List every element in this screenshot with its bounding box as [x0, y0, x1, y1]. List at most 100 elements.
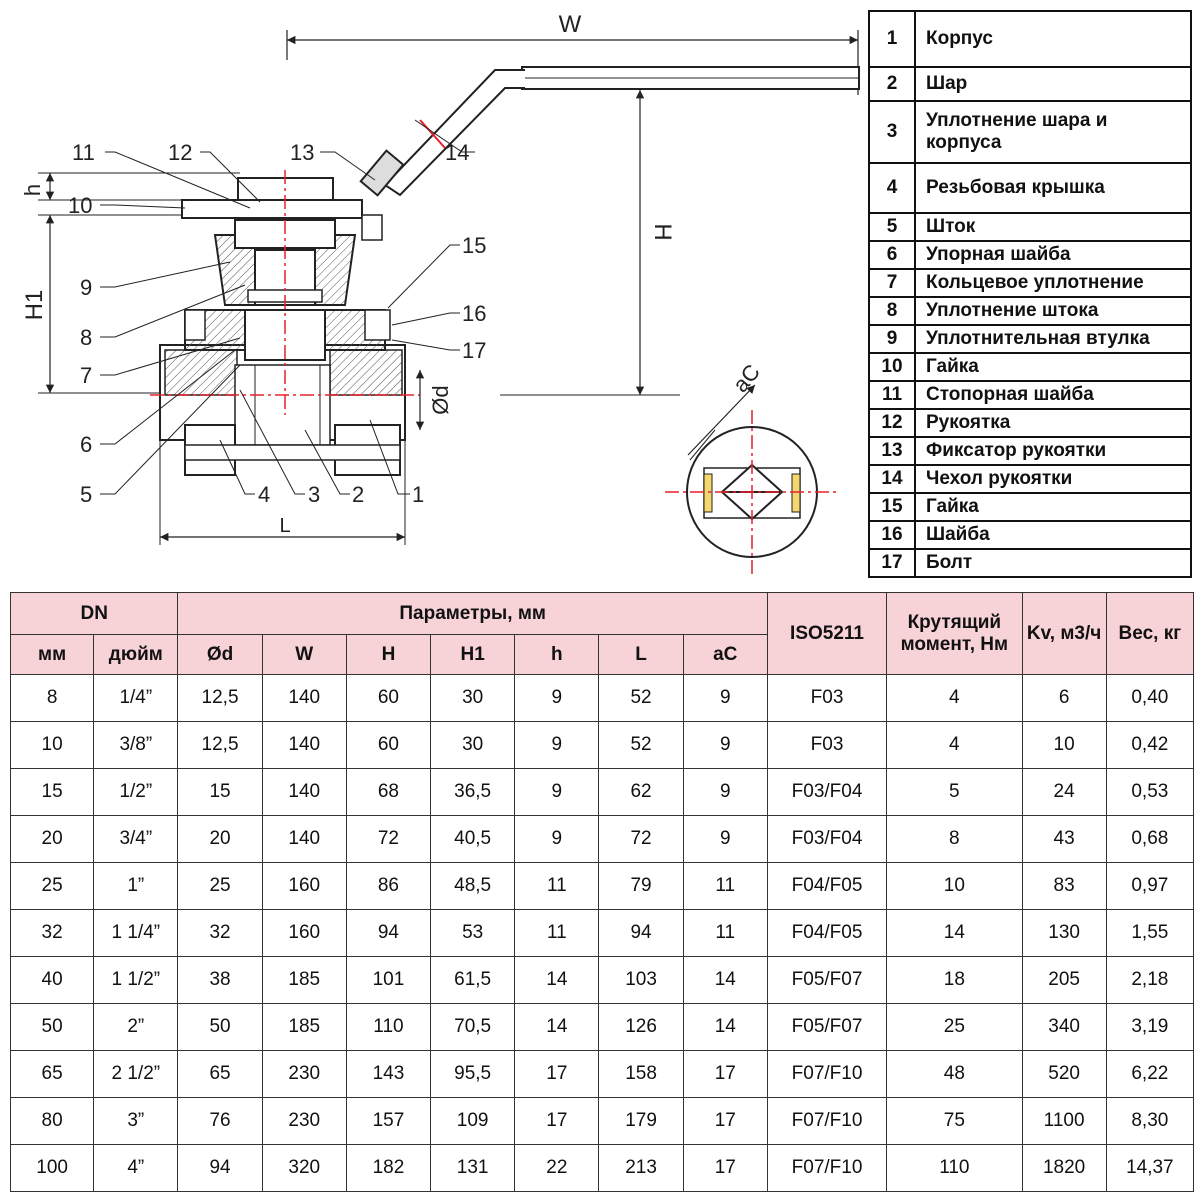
cell-dn-inch: 1 1/4” [93, 909, 179, 957]
cell-ac: 9 [682, 721, 768, 769]
cell-od: 15 [177, 768, 263, 816]
header-ac: aC [682, 634, 768, 675]
callout-16: 16 [462, 301, 486, 326]
cell-dn-inch: 2 1/2” [93, 1050, 179, 1098]
cell-kv: 520 [1021, 1050, 1107, 1098]
cell-od: 50 [177, 1003, 263, 1051]
valve-body [159, 177, 406, 476]
part-number: 15 [868, 492, 916, 522]
header-od: Ød [177, 634, 263, 675]
cell-weight: 1,55 [1105, 909, 1195, 957]
cell-torque: 5 [886, 768, 1023, 816]
valve-drawing: W H h H1 [20, 11, 860, 575]
callout-14: 14 [445, 140, 469, 165]
callout-6: 6 [80, 432, 92, 457]
cell-ac: 17 [682, 1144, 768, 1192]
header-torque: Крутящий момент, Нм [886, 592, 1023, 675]
cell-dn-mm: 80 [9, 1097, 95, 1145]
cell-kv: 340 [1021, 1003, 1107, 1051]
cell-w: 140 [261, 674, 347, 722]
cell-h-small: 22 [514, 1144, 600, 1192]
part-number: 2 [868, 66, 916, 102]
part-name: Рукоятка [914, 408, 1192, 438]
dim-label-l: L [279, 515, 290, 537]
header-params: Параметры, мм [177, 592, 768, 635]
cell-dn-inch: 3/8” [93, 721, 179, 769]
cell-weight: 6,22 [1105, 1050, 1195, 1098]
cell-od: 38 [177, 956, 263, 1004]
part-name: Шар [914, 66, 1192, 102]
cell-weight: 0,40 [1105, 674, 1195, 722]
cell-h: 101 [345, 956, 432, 1004]
cell-kv: 1100 [1021, 1097, 1107, 1145]
part-number: 17 [868, 548, 916, 578]
cell-ac: 9 [682, 674, 768, 722]
part-number: 7 [868, 268, 916, 298]
cell-kv: 6 [1021, 674, 1107, 722]
cell-kv: 83 [1021, 862, 1107, 910]
cell-torque: 48 [886, 1050, 1023, 1098]
part-name: Упорная шайба [914, 240, 1192, 270]
part-number: 13 [868, 436, 916, 466]
dim-label-od: Ød [428, 385, 453, 414]
cell-h-small: 9 [514, 721, 600, 769]
part-name: Стопорная шайба [914, 380, 1192, 410]
dimension-h1: h H1 [20, 172, 240, 394]
cell-od: 94 [177, 1144, 263, 1192]
cell-torque: 110 [886, 1144, 1023, 1192]
part-name: Шайба [914, 520, 1192, 550]
cell-od: 65 [177, 1050, 263, 1098]
cell-dn-mm: 65 [9, 1050, 95, 1098]
cell-ac: 9 [682, 768, 768, 816]
cell-dn-mm: 10 [9, 721, 95, 769]
part-name: Шток [914, 212, 1192, 242]
part-name: Гайка [914, 492, 1192, 522]
dim-label-w: W [559, 11, 582, 38]
part-number: 4 [868, 162, 916, 214]
cell-h-small: 9 [514, 815, 600, 863]
cell-h-small: 11 [514, 862, 600, 910]
part-name: Чехол рукоятки [914, 464, 1192, 494]
cell-iso: F03 [766, 721, 888, 769]
cell-weight: 0,97 [1105, 862, 1195, 910]
cell-dn-inch: 4” [93, 1144, 179, 1192]
cell-dn-inch: 1/2” [93, 768, 179, 816]
spec-table: DN Параметры, мм ISO5211 Крутящий момент… [9, 592, 1195, 1192]
callout-12: 12 [168, 140, 192, 165]
cell-ac: 17 [682, 1097, 768, 1145]
cell-weight: 2,18 [1105, 956, 1195, 1004]
cell-w: 160 [261, 909, 347, 957]
callout-4: 4 [258, 482, 270, 507]
header-mm: мм [9, 634, 95, 675]
cell-weight: 14,37 [1105, 1144, 1195, 1192]
cell-iso: F07/F10 [766, 1050, 888, 1098]
cell-kv: 130 [1021, 909, 1107, 957]
stem-end-view: aC [665, 359, 840, 575]
cell-h1: 30 [430, 674, 516, 722]
dimension-h: H [500, 90, 680, 396]
header-inch: дюйм [93, 634, 179, 675]
callout-17: 17 [462, 338, 486, 363]
cell-od: 12,5 [177, 721, 263, 769]
cell-weight: 0,42 [1105, 721, 1195, 769]
callout-5: 5 [80, 482, 92, 507]
cell-ac: 14 [682, 956, 768, 1004]
cell-iso: F05/F07 [766, 1003, 888, 1051]
cell-h1: 53 [430, 909, 516, 957]
cell-ac: 9 [682, 815, 768, 863]
cell-torque: 8 [886, 815, 1023, 863]
part-number: 1 [868, 10, 916, 68]
cell-dn-inch: 1 1/2” [93, 956, 179, 1004]
cell-dn-inch: 3/4” [93, 815, 179, 863]
cell-l: 52 [598, 721, 684, 769]
cell-w: 140 [261, 768, 347, 816]
